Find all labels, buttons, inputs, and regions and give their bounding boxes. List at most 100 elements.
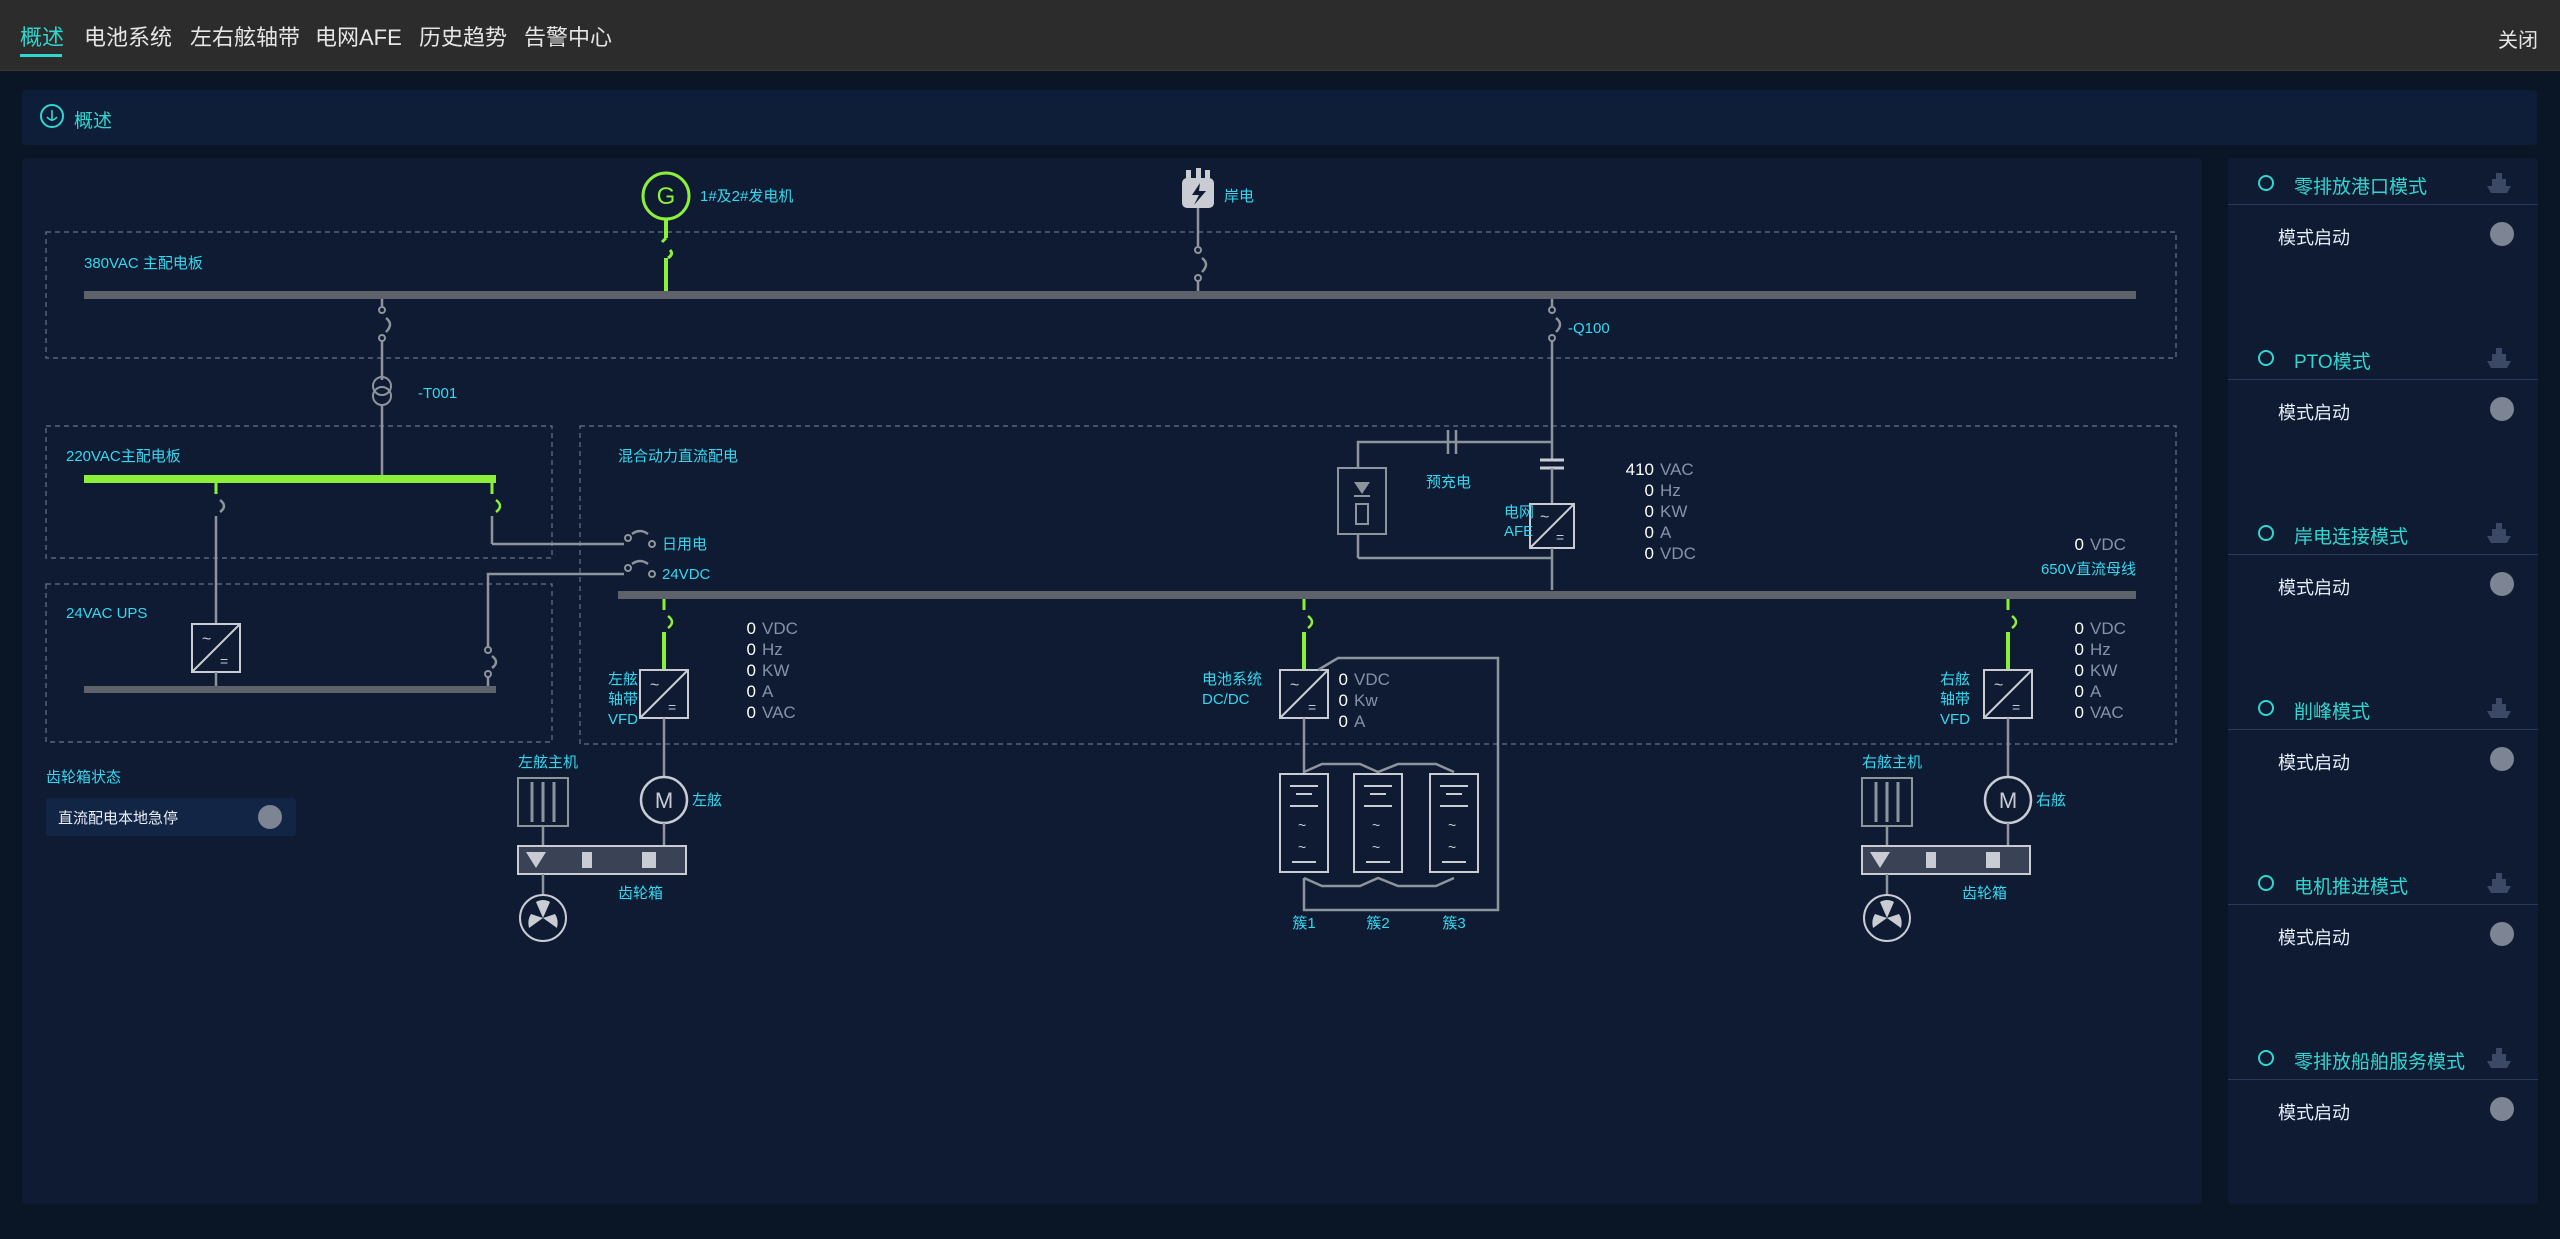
dc-bus-label: 650V直流母线 <box>2041 561 2136 578</box>
right-vfd-reading-value: 0 <box>2075 640 2084 659</box>
left-vfd-reading-unit: Hz <box>762 640 783 659</box>
mode-start-toggle[interactable] <box>2490 397 2514 421</box>
afe-reading-value: 0 <box>1645 523 1654 542</box>
hybrid-dc-label: 混合动力直流配电 <box>618 448 738 465</box>
mode-title: 岸电连接模式 <box>2294 527 2409 548</box>
precharge-label: 预充电 <box>1426 474 1471 491</box>
right-engine-icon[interactable] <box>1861 777 1913 827</box>
right-vfd-label-line2: 轴带 <box>1940 691 1970 708</box>
estop-label: 直流配电本地急停 <box>58 810 178 827</box>
tab-alarm-center[interactable]: 告警中心 <box>524 25 613 50</box>
battery-breaker[interactable] <box>1307 615 1314 629</box>
mode-title: PTO模式 <box>2294 352 2371 373</box>
tab-shaft-generators[interactable]: 左右舷轴带 <box>190 25 301 50</box>
right-propeller-icon <box>1863 894 1911 942</box>
right-vfd-breaker[interactable] <box>2011 615 2018 629</box>
shore-breaker[interactable] <box>1201 257 1208 273</box>
mode-start-toggle[interactable] <box>2490 1097 2514 1121</box>
generator-breaker[interactable] <box>660 236 674 260</box>
ups-dc-breaker[interactable] <box>491 655 498 669</box>
battery-cluster-2-icon[interactable]: ~ ~ <box>1353 773 1403 873</box>
svg-text:~: ~ <box>1298 817 1306 833</box>
mode-title: 削峰模式 <box>2294 702 2371 723</box>
t001-breaker[interactable] <box>385 317 392 333</box>
q100-breaker[interactable] <box>1555 317 1562 333</box>
left-vfd-reading-unit: A <box>762 682 774 701</box>
tab-grid-afe[interactable]: 电网AFE <box>315 25 402 50</box>
mode-title: 电机推进模式 <box>2294 877 2409 898</box>
svg-text:=: = <box>220 653 228 669</box>
mode-header: PTO模式 <box>2228 337 2538 380</box>
right-gearbox-icon[interactable] <box>1861 845 2031 875</box>
vdc24-breaker[interactable] <box>631 559 649 566</box>
shore-power-icon[interactable] <box>1182 168 1214 208</box>
daily-power-breaker[interactable] <box>631 529 649 536</box>
cluster-1-label: 簇1 <box>1292 914 1315 932</box>
battery-cluster-3-icon[interactable]: ~ ~ <box>1429 773 1479 873</box>
zone-ups <box>45 583 553 743</box>
battery-reading-unit: Kw <box>1354 691 1378 710</box>
battery-dcdc-icon[interactable]: ~ = <box>1279 669 1329 719</box>
diode-icon <box>1354 482 1370 494</box>
mode-start-toggle[interactable] <box>2490 922 2514 946</box>
mode-header: 零排放港口模式 <box>2228 162 2538 205</box>
svg-text:=: = <box>2012 699 2020 715</box>
bus380-label: 380VAC 主配电板 <box>84 254 203 272</box>
left-gearbox-icon[interactable] <box>517 845 687 875</box>
svg-text:~: ~ <box>1372 839 1380 855</box>
close-button[interactable]: 关闭 <box>2498 30 2538 52</box>
battery-cluster-1-icon[interactable]: ~ ~ <box>1279 773 1329 873</box>
afe-converter-icon[interactable]: ~ = <box>1529 503 1575 549</box>
resistor-icon <box>1355 503 1369 525</box>
afe-filter-icon <box>1540 458 1564 504</box>
left-vfd-label-line1: 左舷 <box>608 671 638 688</box>
left-engine-icon[interactable] <box>517 777 569 827</box>
transformer-icon[interactable] <box>372 376 392 406</box>
left-vfd-converter-icon[interactable]: ~ = <box>639 669 689 719</box>
svg-text:=: = <box>1308 699 1316 715</box>
mode-start-label: 模式启动 <box>2278 753 2350 773</box>
afe-reading-unit: A <box>1660 523 1672 542</box>
single-line-diagram-panel: 380VAC 主配电板 220VAC主配电板 24VAC UPS 混合动力直流配… <box>22 158 2202 1204</box>
zone-220vac <box>45 425 553 559</box>
right-vfd-reading-unit: VAC <box>2090 703 2124 722</box>
mode-start-toggle[interactable] <box>2490 572 2514 596</box>
left-propeller-icon <box>519 894 567 942</box>
top-nav-bar: 概述 电池系统 左右舷轴带 电网AFE 历史趋势 告警中心 关闭 <box>0 0 2560 71</box>
mode-status-ring-icon <box>2258 875 2274 891</box>
mode-start-label: 模式启动 <box>2278 403 2350 423</box>
daily-feed-breaker[interactable] <box>495 499 502 513</box>
estop-indicator[interactable] <box>258 805 282 829</box>
mode-start-toggle[interactable] <box>2490 747 2514 771</box>
mode-status-ring-icon <box>2258 175 2274 191</box>
mode-header: 岸电连接模式 <box>2228 512 2538 555</box>
right-vfd-reading-value: 0 <box>2075 619 2084 638</box>
right-vfd-readings: 0 VDC 0 Hz 0 KW 0 A 0 VAC <box>2075 619 2126 722</box>
zone-hybrid-dc <box>579 425 2177 745</box>
tab-history-trend[interactable]: 历史趋势 <box>419 25 508 50</box>
shore-power-label: 岸电 <box>1224 188 1254 205</box>
ups-feed-breaker[interactable] <box>219 499 226 513</box>
left-vfd-reading-unit: KW <box>762 661 789 680</box>
afe-reading-unit: VAC <box>1660 460 1694 479</box>
mode-header: 削峰模式 <box>2228 687 2538 730</box>
mode-start-label: 模式启动 <box>2278 1103 2350 1123</box>
svg-text:~: ~ <box>1298 839 1306 855</box>
left-vfd-breaker[interactable] <box>667 615 674 629</box>
right-vfd-converter-icon[interactable]: ~ = <box>1983 669 2033 719</box>
bus-ups <box>84 686 496 693</box>
afe-reading-unit: Hz <box>1660 481 1681 500</box>
mode-start-label: 模式启动 <box>2278 928 2350 948</box>
tab-battery-system[interactable]: 电池系统 <box>84 25 173 50</box>
ship-icon <box>2487 1048 2511 1068</box>
mode-block: 岸电连接模式 模式启动 <box>2228 512 2538 682</box>
mode-start-toggle[interactable] <box>2490 222 2514 246</box>
precharge-resistor-box[interactable] <box>1337 467 1387 535</box>
breadcrumb: 概述 <box>22 90 2537 145</box>
tab-overview[interactable]: 概述 <box>20 25 65 50</box>
right-vfd-reading-unit: VDC <box>2090 619 2126 638</box>
battery-reading-unit: VDC <box>1354 670 1390 689</box>
afe-reading-value: 0 <box>1645 481 1654 500</box>
bus-220vac <box>84 475 496 483</box>
ups-converter-icon[interactable]: ~ = <box>191 623 241 673</box>
